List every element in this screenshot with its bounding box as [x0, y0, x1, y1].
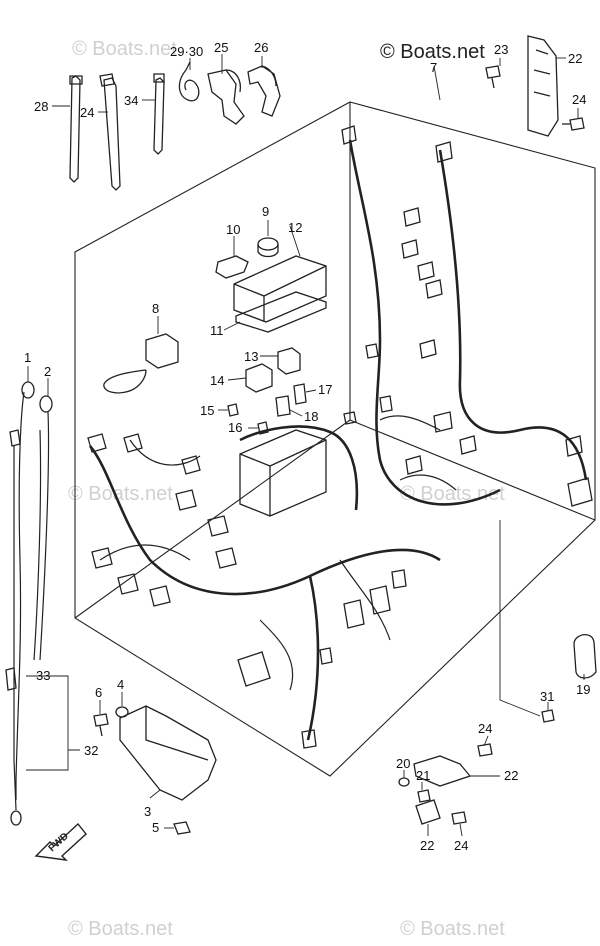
callout-24-b: 24: [572, 92, 586, 107]
bolt-24-right: [562, 117, 585, 131]
assembly-box-inner: [74, 102, 596, 619]
callout-12: 12: [288, 220, 302, 235]
callout-27: 24: [80, 105, 94, 120]
callout-23: 22: [568, 51, 582, 66]
clip-29-30: [178, 61, 200, 102]
callout-32: 32: [84, 743, 98, 758]
callout-6: 6: [95, 685, 102, 700]
callout-29-30: 29·30: [170, 44, 203, 59]
callout-33: 33: [36, 668, 50, 683]
callout-25: 25: [214, 40, 228, 55]
callout-22-b: 22: [420, 838, 434, 853]
washer-20: [398, 777, 410, 787]
fwd-arrow: FWD: [34, 822, 87, 861]
fuse-18: [275, 395, 291, 417]
fuse-17: [293, 383, 307, 405]
bracket-3: [119, 705, 217, 801]
relay-14: [245, 363, 273, 393]
callout-3: 3: [144, 804, 151, 819]
watermark: © Boats.net: [68, 483, 173, 505]
main-harness: [89, 139, 588, 741]
fuse-16: [257, 421, 269, 435]
relay-8: [103, 333, 179, 394]
callout-5: 5: [152, 820, 159, 835]
callout-17: 17: [318, 382, 332, 397]
bracket-32-33: [26, 675, 80, 771]
callout-20: 20: [396, 756, 410, 771]
bolt-6: [93, 713, 109, 737]
callout-9: 9: [262, 204, 269, 219]
callout-7: 7: [430, 60, 437, 75]
clamp-26: [247, 65, 281, 117]
callout-24-c: 24: [478, 721, 492, 736]
callout-28: 28: [34, 99, 48, 114]
callout-10: 10: [226, 222, 240, 237]
bolt-31: [541, 709, 555, 723]
connector-33: [5, 667, 17, 691]
watermark: © Boats.net: [72, 38, 177, 60]
callout-24-d: 24: [454, 838, 468, 853]
harness-junction-box: [239, 429, 327, 517]
callout-19: 19: [576, 682, 590, 697]
cable-tie-27: [99, 73, 121, 191]
watermark: © Boats.net: [400, 918, 505, 940]
callout-22-a: 22: [504, 768, 518, 783]
terminal-2: [39, 395, 53, 661]
relay-13: [277, 347, 301, 375]
callout-34: 34: [124, 93, 138, 108]
cap-9: [257, 237, 279, 258]
leader-lines: [27, 54, 585, 837]
callout-21: 21: [416, 768, 430, 783]
gasket-11: [235, 291, 327, 333]
callout-15: 15: [200, 403, 214, 418]
cable-32: [9, 429, 22, 826]
bolt-24-bottom-a: [477, 743, 493, 757]
harness-connectors: [87, 125, 593, 749]
bolt-24-bottom-b: [451, 811, 467, 825]
cap-5: [173, 821, 191, 835]
clamp-22-left: [415, 799, 441, 825]
callout-13: 13: [244, 349, 258, 364]
callout-24-a: 23: [494, 42, 508, 57]
callout-26: 26: [254, 40, 268, 55]
callout-14: 14: [210, 373, 224, 388]
cable-tie-34: [153, 73, 165, 155]
callout-11: 11: [210, 323, 224, 338]
grommet-4: [115, 706, 129, 718]
callout-2: 2: [44, 364, 51, 379]
callout-18: 18: [304, 409, 318, 424]
brand-watermark: © Boats.net: [380, 41, 485, 63]
watermark: © Boats.net: [68, 918, 173, 940]
nut-21: [417, 789, 431, 803]
assembly-box: [74, 101, 596, 777]
clip-10: [215, 255, 249, 279]
fuse-15: [227, 403, 239, 417]
callout-16: 16: [228, 420, 242, 435]
clamp-25: [207, 69, 245, 125]
callout-8: 8: [152, 301, 159, 316]
bracket-23: [527, 35, 559, 137]
callout-1: 1: [24, 350, 31, 365]
fuse-box-12: [233, 255, 327, 323]
bolt-24-top: [485, 65, 501, 89]
cover-19: [573, 634, 597, 679]
callout-31: 31: [540, 689, 554, 704]
callout-4: 4: [117, 677, 124, 692]
cable-tie-28: [69, 75, 83, 183]
